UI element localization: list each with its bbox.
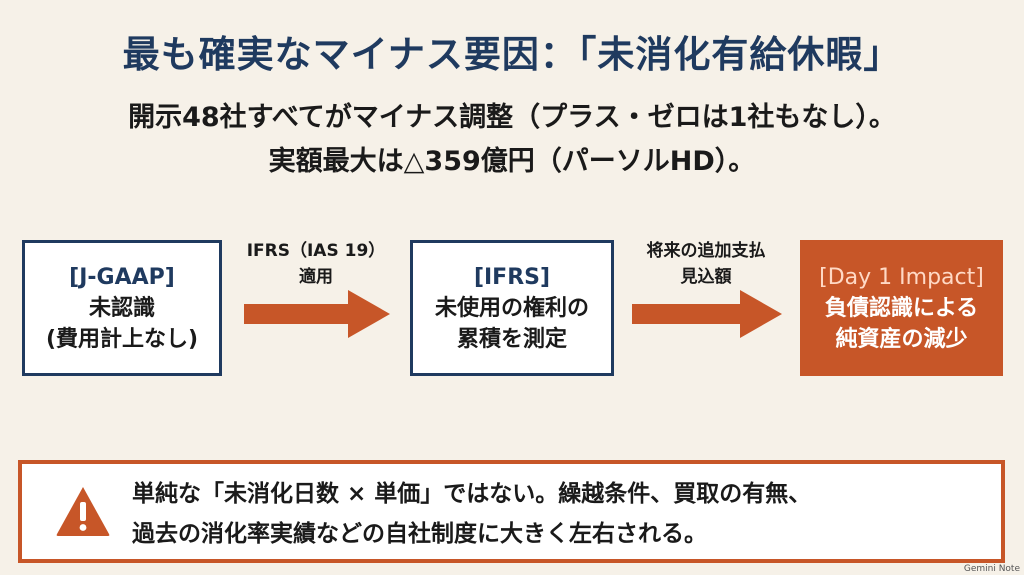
arrow-2-label: 将来の追加支払 見込額 bbox=[618, 238, 794, 290]
day1-impact-box: [Day 1 Impact] 負債認識による 純資産の減少 bbox=[800, 240, 1003, 376]
ifrs-box: [IFRS] 未使用の権利の 累積を測定 bbox=[410, 240, 614, 376]
arrow-1-label-line-2: 適用 bbox=[299, 267, 333, 287]
day1-impact-box-line-3: 純資産の減少 bbox=[835, 326, 968, 352]
jgaap-box-heading: [J-GAAP] bbox=[69, 264, 175, 290]
jgaap-box: [J-GAAP] 未認識 (費用計上なし) bbox=[22, 240, 222, 376]
arrow-1-label: IFRS（IAS 19） 適用 bbox=[228, 238, 404, 290]
subtitle-line-1: 開示48社すべてがマイナス調整（プラス・ゼロは1社もなし）。 bbox=[128, 102, 896, 133]
arrow-1 bbox=[244, 290, 390, 338]
warning-text-line-2: 過去の消化率実績などの自社制度に大きく左右される。 bbox=[132, 521, 707, 547]
jgaap-box-line-3: (費用計上なし) bbox=[45, 326, 199, 352]
watermark: Gemini Note bbox=[963, 564, 1020, 574]
warning-triangle-icon bbox=[56, 487, 110, 536]
warning-text: 単純な「未消化日数 × 単価」ではない。繰越条件、買取の有無、 過去の消化率実績… bbox=[132, 474, 992, 554]
arrow-2-label-line-1: 将来の追加支払 bbox=[646, 241, 766, 261]
subtitle-line-2: 実額最大は△359億円（パーソルHD）。 bbox=[268, 146, 756, 177]
warning-callout: 単純な「未消化日数 × 単価」ではない。繰越条件、買取の有無、 過去の消化率実績… bbox=[18, 460, 1005, 563]
arrow-1-label-line-1: IFRS（IAS 19） bbox=[246, 241, 386, 261]
subtitle: 開示48社すべてがマイナス調整（プラス・ゼロは1社もなし）。 実額最大は△359… bbox=[0, 96, 1024, 184]
jgaap-box-line-2: 未認識 bbox=[88, 295, 155, 321]
ifrs-box-heading: [IFRS] bbox=[473, 264, 551, 290]
warning-text-line-1: 単純な「未消化日数 × 単価」ではない。繰越条件、買取の有無、 bbox=[132, 481, 812, 507]
arrow-2 bbox=[632, 290, 782, 338]
day1-impact-box-line-2: 負債認識による bbox=[824, 295, 979, 321]
page-title: 最も確実なマイナス要因：「未消化有給休暇」 bbox=[122, 33, 902, 76]
ifrs-box-line-2: 未使用の権利の bbox=[434, 295, 589, 321]
arrow-2-label-line-2: 見込額 bbox=[680, 267, 732, 287]
ifrs-box-line-3: 累積を測定 bbox=[456, 326, 567, 352]
day1-impact-box-heading: [Day 1 Impact] bbox=[819, 264, 984, 290]
